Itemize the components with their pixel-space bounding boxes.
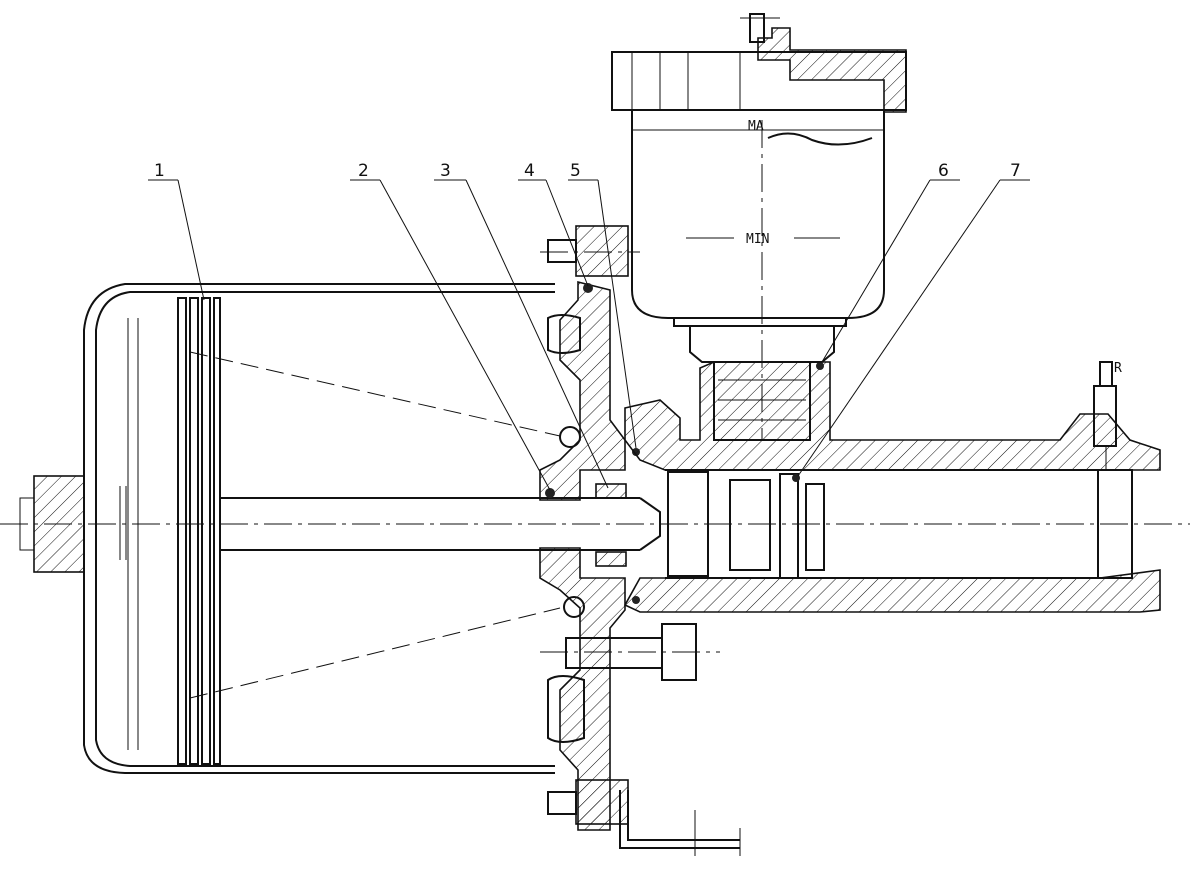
fluid-reservoir [611, 13, 907, 440]
front-housing [539, 280, 640, 831]
mounting-bolts [540, 225, 741, 856]
callout-6: 6 [938, 161, 949, 181]
diaphragm-plate [127, 297, 221, 765]
min-level-label: MIN [746, 232, 769, 247]
callout-2: 2 [358, 161, 369, 181]
master-cylinder-body [623, 361, 1161, 613]
callout-5: 5 [570, 161, 581, 181]
callout-numbers: 1 2 3 4 5 6 7 [154, 161, 1021, 181]
booster-shell [19, 283, 555, 774]
callout-3: 3 [440, 161, 451, 181]
diaphragm-dashed-lower [189, 607, 561, 699]
fitting-label: R [1114, 361, 1122, 376]
callout-4: 4 [524, 161, 535, 181]
callout-7: 7 [1010, 161, 1021, 181]
leader-lines [148, 179, 1030, 491]
callout-1: 1 [154, 161, 165, 181]
max-level-label: MA [748, 119, 764, 134]
diaphragm-dashed-upper [189, 351, 561, 437]
